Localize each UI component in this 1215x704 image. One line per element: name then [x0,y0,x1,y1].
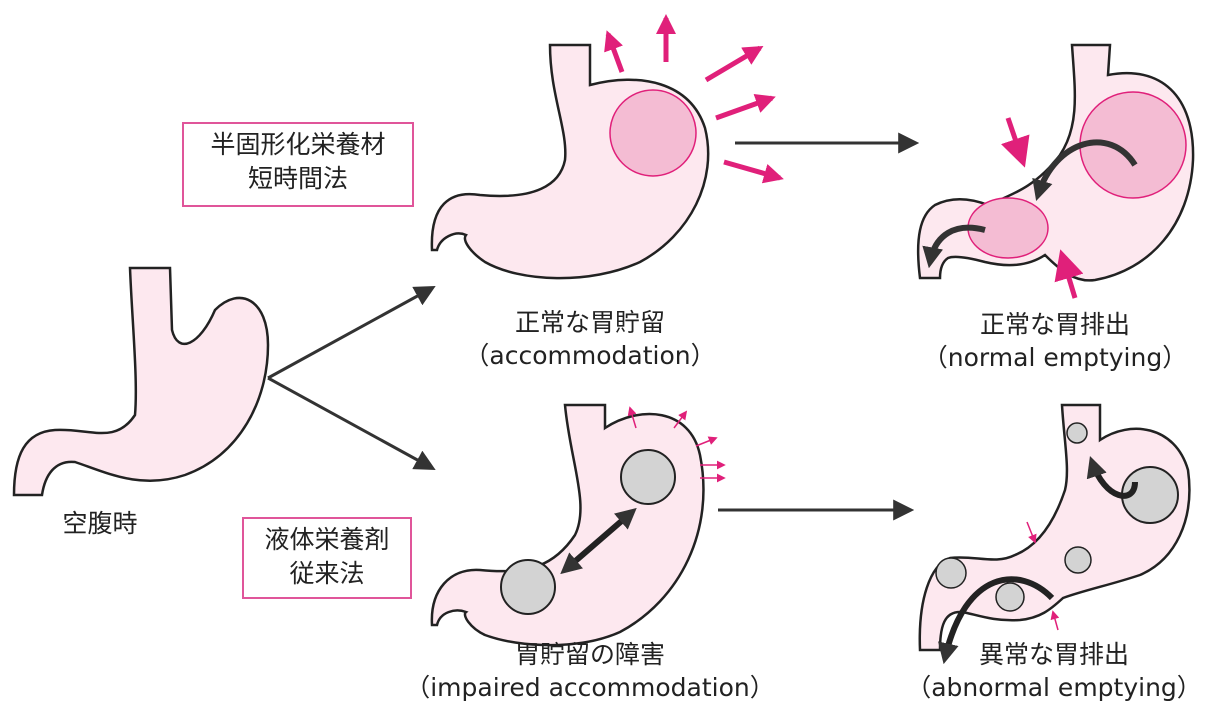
box-semisolid-method: 半固形化栄養材 短時間法 [182,122,414,207]
bolus-liquid-fundus [621,450,675,504]
box-liquid-line2: 従来法 [254,557,400,591]
caption-impaired-accommodation-en: （impaired accommodation） [395,671,785,704]
box-semisolid-line1: 半固形化栄養材 [194,128,402,162]
caption-abnormal-emptying-en: （abnormal emptying） [895,671,1213,704]
caption-abnormal-emptying: 異常な胃排出 （abnormal emptying） [895,638,1213,704]
weak-contraction-arrow-top [1027,522,1035,542]
impaired-stomach-shape [432,405,704,645]
caption-normal-emptying-ja: 正常な胃排出 [905,308,1205,341]
label-fasting-text: 空腹時 [40,507,160,540]
caption-abnormal-emptying-ja: 異常な胃排出 [895,638,1213,671]
fasting-stomach-shape [14,268,268,495]
bolus-bottom [996,583,1024,611]
arrow-to-impaired-accommodation [268,378,432,468]
caption-impaired-accommodation-ja: 胃貯留の障害 [395,638,785,671]
caption-normal-accommodation-ja: 正常な胃貯留 [440,306,740,339]
stomach-abnormal-emptying [920,405,1190,658]
box-liquid-method: 液体栄養剤 従来法 [242,517,412,599]
caption-normal-accommodation-en: （accommodation） [440,339,740,372]
label-fasting: 空腹時 [40,507,160,540]
bolus-liquid-antrum [501,560,555,614]
stomach-normal-emptying [918,45,1193,298]
caption-normal-emptying: 正常な胃排出 （normal emptying） [905,308,1205,374]
bolus-semisolid [610,90,696,176]
branch-arrows [268,288,432,468]
contraction-arrow-top [1008,118,1023,162]
arrow-to-normal-accommodation [268,288,432,378]
bolus-small-top [1067,423,1087,443]
stomach-fasting [14,268,268,495]
stomach-normal-accommodation [432,18,780,278]
box-liquid-line1: 液体栄養剤 [254,523,400,557]
stomach-impaired-accommodation [432,405,724,645]
box-semisolid-line2: 短時間法 [194,162,402,196]
caption-normal-accommodation: 正常な胃貯留 （accommodation） [440,306,740,372]
bolus-left [936,558,966,588]
weak-contraction-arrow-bottom [1053,612,1058,630]
caption-normal-emptying-en: （normal emptying） [905,341,1205,374]
caption-impaired-accommodation: 胃貯留の障害 （impaired accommodation） [395,638,785,704]
bolus-mid [1065,547,1091,573]
